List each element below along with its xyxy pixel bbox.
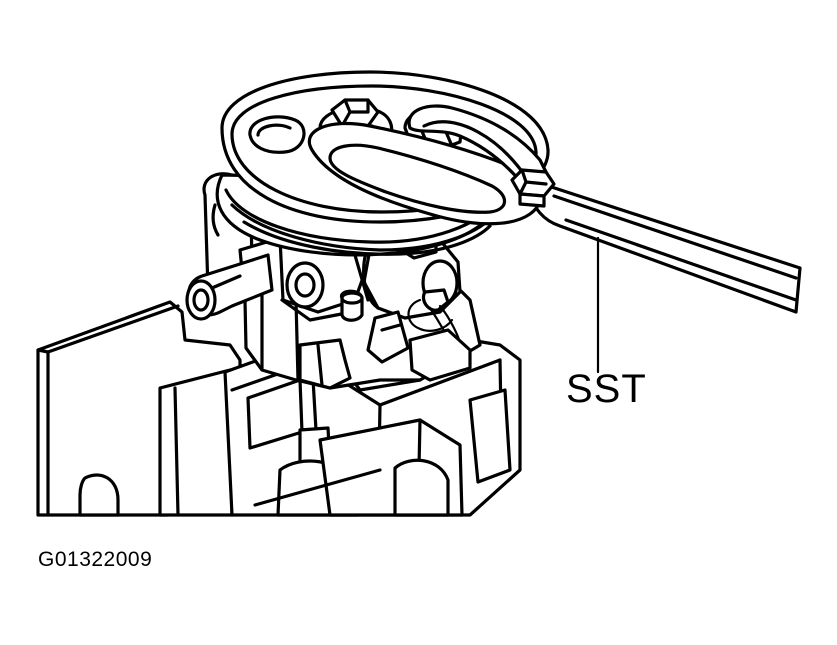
- figure-code: G01322009: [38, 548, 153, 571]
- engine-bracket: [36, 300, 522, 517]
- sst-callout-label: SST: [566, 367, 647, 411]
- sst-pulley-holder: [307, 104, 802, 314]
